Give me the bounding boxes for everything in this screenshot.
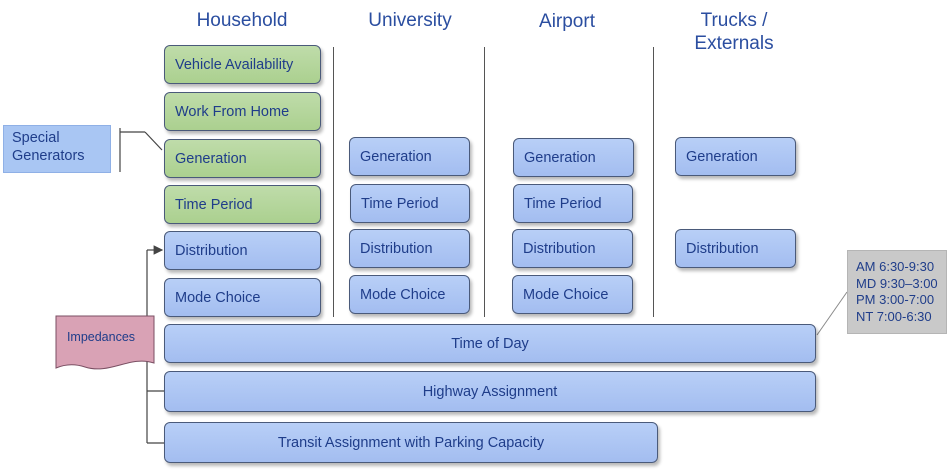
household-mode-choice: Mode Choice [164, 278, 321, 317]
column-separator [653, 47, 654, 317]
column-separator [484, 47, 485, 317]
header-household: Household [196, 10, 288, 31]
transit-assignment-bar: Transit Assignment with Parking Capacity [164, 422, 658, 463]
household-work-from-home: Work From Home [164, 92, 321, 131]
period-md: MD 9:30–3:00 [856, 275, 938, 291]
header-trucks-externals: Trucks / Externals [694, 10, 774, 54]
trucks-distribution: Distribution [675, 229, 796, 268]
highway-assignment-bar: Highway Assignment [164, 371, 816, 412]
university-mode-choice: Mode Choice [349, 275, 470, 314]
period-am: AM 6:30-9:30 [856, 259, 935, 274]
airport-distribution: Distribution [512, 229, 633, 268]
header-university: University [368, 10, 452, 31]
header-airport: Airport [539, 11, 595, 32]
impedances-shape: Impedances [55, 315, 155, 370]
airport-mode-choice: Mode Choice [512, 275, 633, 314]
time-of-day-periods: AM 6:30-9:30 MD 9:30–3:00 PM 3:00-7:00 N… [847, 250, 947, 334]
trucks-generation: Generation [675, 137, 796, 176]
column-separator [333, 47, 334, 317]
household-vehicle-availability: Vehicle Availability [164, 45, 321, 84]
airport-time-period: Time Period [513, 184, 633, 223]
airport-generation: Generation [513, 138, 634, 177]
household-generation: Generation [164, 139, 321, 178]
household-time-period: Time Period [164, 185, 321, 224]
university-generation: Generation [349, 137, 470, 176]
impedances-label: Impedances [67, 330, 135, 344]
period-pm: PM 3:00-7:00 [856, 292, 935, 307]
university-time-period: Time Period [350, 184, 470, 223]
household-distribution: Distribution [164, 231, 321, 270]
special-generators-label: Special Generators [3, 125, 111, 173]
university-distribution: Distribution [349, 229, 470, 268]
period-nt: NT 7:00-6:30 [856, 308, 932, 324]
time-of-day-bar: Time of Day [164, 324, 816, 363]
